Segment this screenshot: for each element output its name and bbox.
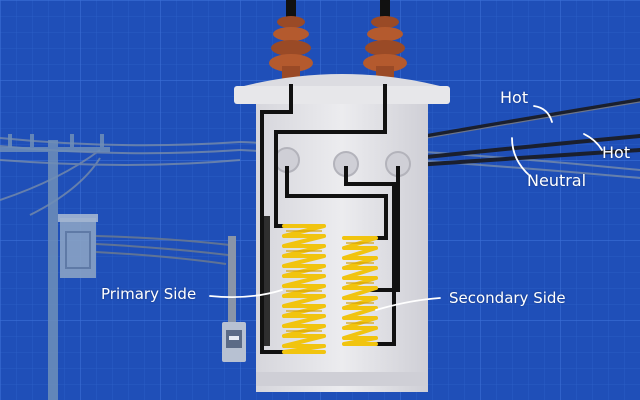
callout-primary bbox=[209, 289, 283, 299]
hot-wire-lower bbox=[398, 148, 640, 168]
callout-secondary bbox=[375, 297, 441, 311]
secondary-coil-shading bbox=[346, 242, 374, 324]
primary-lead-left bbox=[260, 84, 296, 354]
secondary-lead-mid bbox=[344, 166, 396, 346]
service-wires bbox=[95, 235, 231, 265]
electric-meter-icon bbox=[222, 236, 246, 362]
secondary-bushings bbox=[274, 147, 411, 177]
label-hot-upper: Hot bbox=[500, 88, 529, 107]
callout-lines bbox=[209, 105, 603, 311]
label-secondary-side: Secondary Side bbox=[449, 289, 566, 307]
primary-lead-shadow bbox=[264, 216, 270, 346]
callout-hot-left bbox=[533, 105, 553, 123]
label-primary-side: Primary Side bbox=[101, 285, 197, 303]
label-neutral: Neutral bbox=[527, 171, 587, 190]
insulator-left-icon bbox=[269, 0, 313, 84]
breaker-panel-icon bbox=[58, 214, 98, 278]
secondary-lead-center bbox=[370, 166, 400, 292]
primary-coil-shading bbox=[286, 230, 322, 332]
secondary-lead-top bbox=[285, 166, 388, 240]
callout-hot-right bbox=[583, 133, 603, 151]
internal-wiring bbox=[260, 84, 400, 354]
utility-pole-icon bbox=[0, 134, 110, 400]
callout-neutral bbox=[511, 137, 531, 177]
label-hot-lower: Hot bbox=[602, 143, 631, 162]
transformer-tank bbox=[234, 74, 450, 392]
